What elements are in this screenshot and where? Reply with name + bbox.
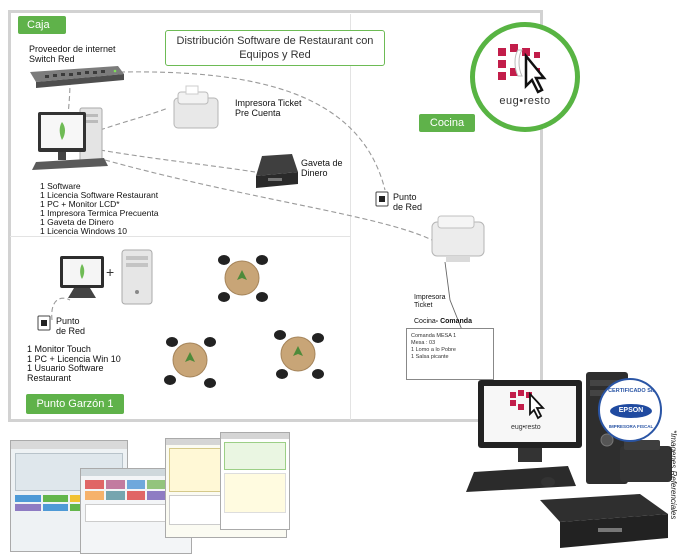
ticket-line: Comanda MESA 1 xyxy=(411,333,457,339)
wire-router-cocina xyxy=(119,71,386,191)
kitchen-printer-label-1: Impresora Ticket xyxy=(414,294,446,309)
certification-seal: CERTIFICADO SII EPSON IMPRESORA FISCAL xyxy=(598,378,662,442)
ticket-line: 1 Lomo a lo Pobre xyxy=(411,347,456,353)
logo-text: eug•resto xyxy=(499,95,551,107)
table-2 xyxy=(164,337,216,388)
kitchen-ticket: Comanda MESA 1 Mesa : 03 1 Lomo a lo Pob… xyxy=(406,328,494,380)
ticket-line: 1 Salsa picante xyxy=(411,354,449,360)
footnote: *Imagenes Referenciales xyxy=(669,430,678,520)
zone-tag-caja: Caja xyxy=(18,16,66,34)
logo-graphic-icon xyxy=(498,44,547,94)
garzon-specs: 1 Monitor Touch 1 PC + Licencia Win 10 1… xyxy=(27,344,121,383)
zone-divider-vertical xyxy=(350,14,351,420)
kitchen-printer-label-2: Cocina xyxy=(414,318,436,325)
seal-brand: EPSON xyxy=(610,404,652,418)
network-point-label: Punto de Red xyxy=(393,192,423,212)
plus-sign: + xyxy=(106,264,115,280)
zone-divider-horizontal xyxy=(10,236,350,237)
table-1 xyxy=(218,255,268,302)
caja-specs: 1 Software 1 Licencia Software Restauran… xyxy=(40,181,159,236)
kitchen-printer-label-bold: - Comanda xyxy=(435,318,472,325)
cash-drawer-label: Gaveta de Dinero xyxy=(301,158,343,178)
seal-top-text: CERTIFICADO SII xyxy=(608,388,654,394)
ticket-printer-label: Impresora Ticket Pre Cuenta xyxy=(235,98,302,118)
eug-resto-logo: eug•resto xyxy=(470,22,580,132)
kitchen-printer-label: Impresora Ticket Cocina- Comanda xyxy=(414,286,472,326)
software-screenshot-4 xyxy=(220,432,290,530)
table-3 xyxy=(274,330,324,379)
garzon-network-point-label: Punto de Red xyxy=(56,316,86,336)
zone-tag-cocina: Cocina xyxy=(419,114,475,132)
ticket-line: Mesa : 03 xyxy=(411,340,436,346)
monitor-logo-text: eug•resto xyxy=(511,424,541,431)
seal-bottom-text: IMPRESORA FISCAL xyxy=(608,424,654,429)
software-screenshot-2 xyxy=(80,468,192,554)
zone-tag-garzon: Punto Garzón 1 xyxy=(26,394,124,414)
router-label: Proveedor de internet Switch Red xyxy=(29,44,116,64)
diagram-title: Distribución Software de Restaurant con … xyxy=(165,30,385,66)
